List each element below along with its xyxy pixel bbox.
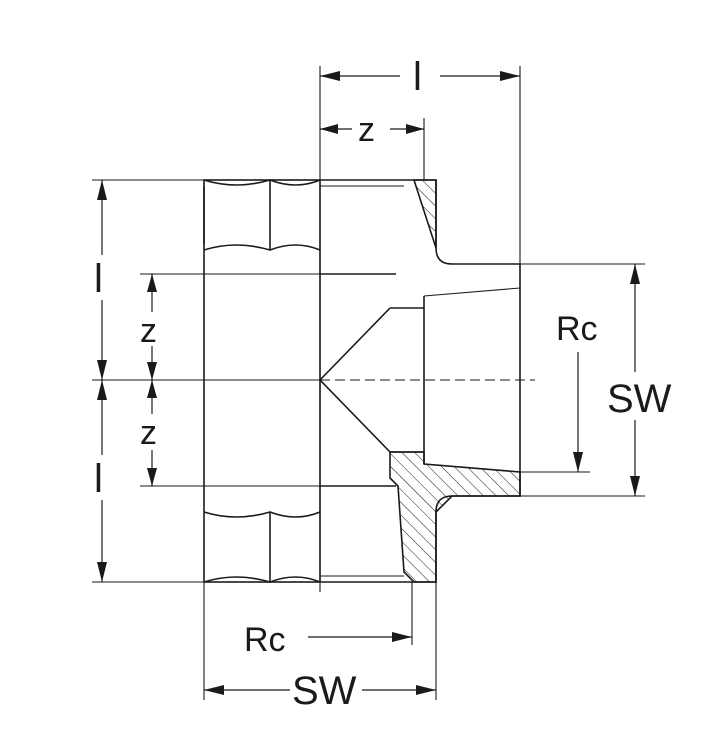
dim-right-rc <box>573 352 583 472</box>
label-top-z: z <box>358 111 375 149</box>
hex-body <box>203 179 321 583</box>
label-left-l-lower: l <box>94 457 103 501</box>
dim-bottom-rc <box>308 632 412 642</box>
dim-bottom-sw <box>204 685 436 695</box>
thread-lines <box>320 185 521 577</box>
dim-left-z-upper <box>147 274 157 380</box>
hatched-walls <box>389 179 521 583</box>
label-left-z-upper: z <box>140 312 157 350</box>
dim-left-l-lower <box>97 380 107 582</box>
label-bottom-sw: SW <box>292 669 357 713</box>
label-right-sw: SW <box>607 377 672 421</box>
label-left-z-lower: z <box>140 414 157 452</box>
dim-left-z-lower <box>147 380 157 486</box>
dim-right-sw <box>630 264 640 496</box>
dim-left-l-upper <box>97 180 107 380</box>
label-top-l: l <box>413 55 422 99</box>
dim-top-z <box>320 124 424 134</box>
label-right-rc: Rc <box>556 310 598 348</box>
label-left-l-upper: l <box>94 257 103 301</box>
dim-top-l <box>320 71 520 81</box>
label-bottom-rc: Rc <box>244 621 286 659</box>
extension-lines <box>92 66 645 700</box>
